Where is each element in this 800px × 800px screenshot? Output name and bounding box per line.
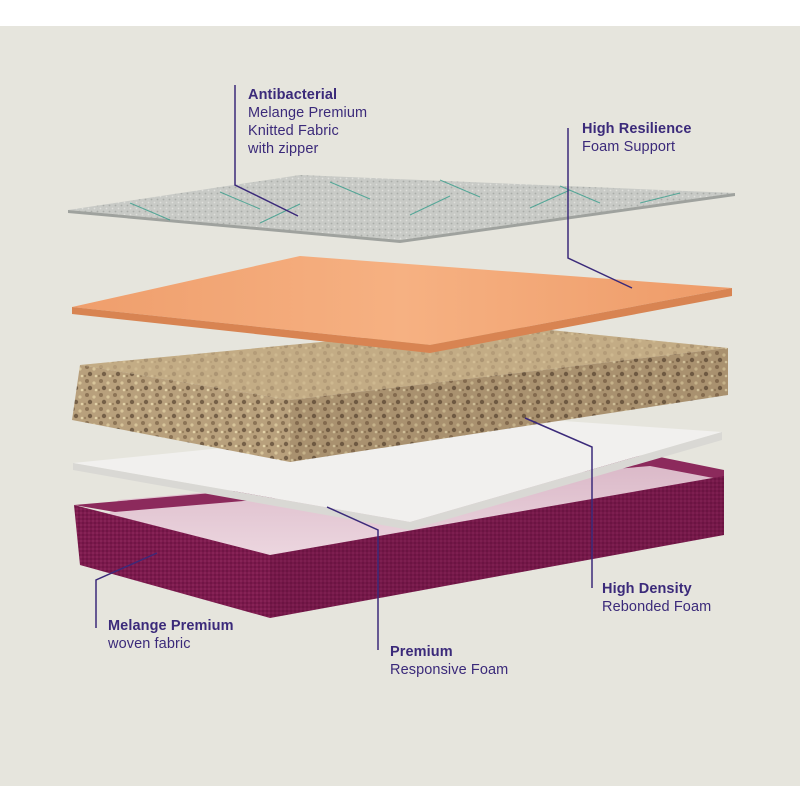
callout-high-density-title: High Density [602,581,692,597]
knitted-fabric-teal-stitching [129,179,681,224]
responsive-foam-layer [73,418,722,530]
callout-high-resilience: High Resilience Foam Support [582,120,691,156]
callout-premium: Premium Responsive Foam [390,643,508,679]
resilience-leader [567,128,633,289]
callout-high-resilience-line: Foam Support [582,139,676,155]
base-right-wall [270,476,724,618]
callout-premium-line: Responsive Foam [390,662,509,678]
resilience-foam-edge [72,288,732,353]
knitted-fabric-layer [68,175,735,243]
callout-leader-lines [95,85,633,650]
callout-antibacterial: Antibacterial Melange Premium Knitted Fa… [248,86,367,158]
melange-woven-leader [95,552,158,628]
callout-antibacterial-line: with zipper [248,141,319,157]
antibacterial-leader [234,85,299,217]
rebonded-foam-right-shade [290,348,728,462]
callout-melange-woven: Melange Premium woven fabric [108,617,234,653]
callout-premium-title: Premium [390,644,453,660]
rebonded-foam-right [290,348,728,462]
base-right-wall-shade [270,476,724,618]
responsive-foam-top [73,418,722,522]
callout-antibacterial-title: Antibacterial [248,87,338,103]
rebonded-foam-layer [72,325,728,462]
high-density-leader [524,417,593,588]
callout-antibacterial-line: Knitted Fabric [248,123,339,139]
callout-high-density: High Density Rebonded Foam [602,580,711,616]
callout-melange-woven-line: woven fabric [108,636,191,652]
base-front-wall [74,505,270,618]
rebonded-foam-top-texture [80,325,728,400]
callout-high-resilience-title: High Resilience [582,121,692,137]
premium-leader [326,506,379,650]
callout-melange-woven-title: Melange Premium [108,618,234,634]
callout-antibacterial-line: Melange Premium [248,105,368,121]
callout-high-density-line: Rebonded Foam [602,599,712,615]
rebonded-foam-front [72,365,290,462]
high-resilience-foam-layer [72,256,732,353]
resilience-foam-top [72,256,732,345]
